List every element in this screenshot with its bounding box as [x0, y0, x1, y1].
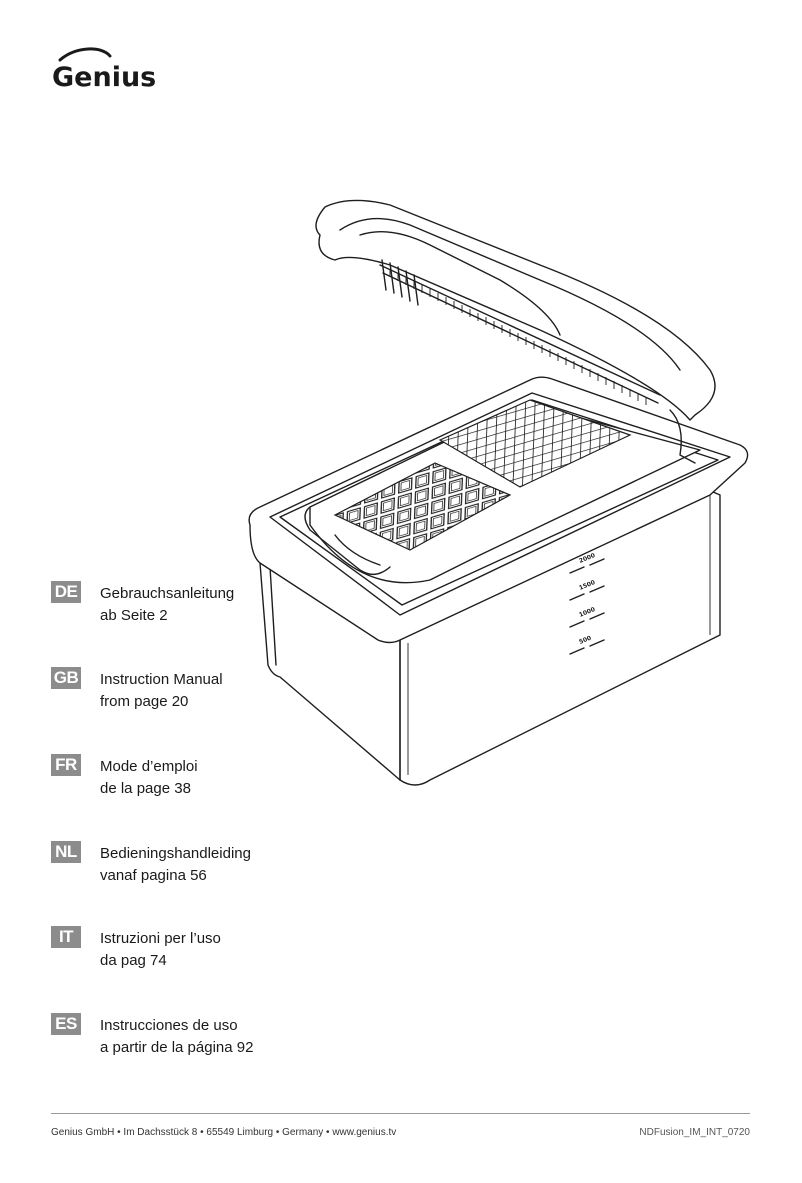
language-text-es: Instrucciones de uso a partir de la pági…: [100, 1015, 253, 1059]
language-badge-nl: NL: [51, 841, 81, 863]
footer-address: Genius GmbH • Im Dachsstück 8 • 65549 Li…: [51, 1127, 397, 1138]
product-illustration: 2000 1500 1000 500: [248, 199, 749, 786]
language-text-it: Istruzioni per l’uso da pag 74: [100, 928, 221, 972]
language-title-gb: Instruction Manual: [100, 671, 223, 688]
language-badge-es: ES: [51, 1013, 81, 1035]
language-entry-nl: NL Bedieningshandleiding vanaf pagina 56: [51, 839, 331, 885]
language-badge-it: IT: [51, 926, 81, 948]
language-entry-de: DE Gebrauchsanleitung ab Seite 2: [51, 579, 331, 625]
language-badge-fr: FR: [51, 754, 81, 776]
language-entry-fr: FR Mode d’emploi de la page 38: [51, 752, 331, 798]
language-badge-gb: GB: [51, 667, 81, 689]
language-page-it: da pag 74: [100, 952, 167, 969]
lid: [315, 199, 716, 464]
language-entry-it: IT Istruzioni per l’uso da pag 74: [51, 924, 331, 970]
grid-insert: [304, 399, 701, 584]
language-page-de: ab Seite 2: [100, 607, 168, 624]
language-page-gb: from page 20: [100, 693, 189, 710]
language-title-de: Gebrauchsanleitung: [100, 585, 235, 602]
language-page-fr: de la page 38: [100, 780, 191, 797]
language-text-gb: Instruction Manual from page 20: [100, 669, 223, 713]
language-entry-gb: GB Instruction Manual from page 20: [51, 665, 331, 711]
blade-teeth: [381, 259, 647, 405]
language-title-es: Instrucciones de uso: [100, 1017, 238, 1034]
language-text-fr: Mode d’emploi de la page 38: [100, 756, 198, 800]
language-badge-de: DE: [51, 581, 81, 603]
logo-swoosh-icon: [58, 47, 112, 62]
genius-logo: Genius: [52, 47, 156, 93]
language-text-nl: Bedieningshandleiding vanaf pagina 56: [100, 843, 251, 887]
language-entry-es: ES Instrucciones de uso a partir de la p…: [51, 1011, 331, 1057]
logo-text: Genius: [52, 62, 156, 93]
footer-divider: [51, 1113, 750, 1114]
language-page-nl: vanaf pagina 56: [100, 867, 207, 884]
footer-doc-code: NDFusion_IM_INT_0720: [639, 1127, 750, 1138]
language-page-es: a partir de la página 92: [100, 1039, 254, 1056]
language-text-de: Gebrauchsanleitung ab Seite 2: [100, 583, 234, 627]
scale-mark-500: 500: [578, 635, 592, 646]
language-title-fr: Mode d’emploi: [100, 758, 198, 775]
language-title-it: Istruzioni per l’uso: [100, 930, 221, 947]
language-title-nl: Bedieningshandleiding: [100, 845, 251, 862]
